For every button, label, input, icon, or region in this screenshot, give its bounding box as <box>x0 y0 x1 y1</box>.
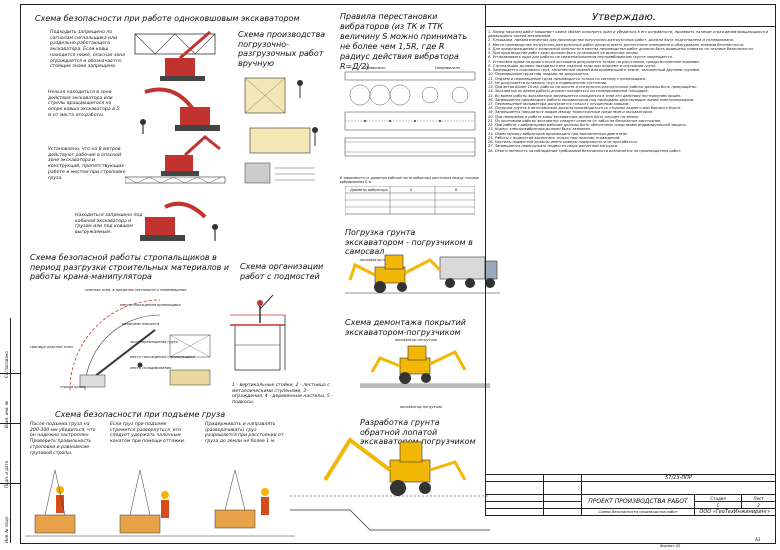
vibrator-table-head-3: R <box>455 188 458 192</box>
dismantle-subtitle: экскаватор-погрузчик <box>395 338 438 342</box>
approved-item: 23. Корпус электровибратора должен быть … <box>488 127 592 132</box>
approved-item: 16. Запрещается производить работы экска… <box>488 97 695 102</box>
sling-label-3: механизм поворота <box>122 322 160 326</box>
approved-item: 18. Погрузка грунта в автосамосвал должн… <box>488 106 682 111</box>
lift-note-1: После подъема груза на 200-300 мм убедит… <box>30 422 97 456</box>
approved-item: 3. Место производства погрузочно-разгруз… <box>488 42 745 47</box>
approved-item: 2. Площадка, предназначенная для произво… <box>488 38 734 43</box>
ladder-scheme-title: Схема организации работ с подмостей <box>240 262 324 281</box>
dismantle-diagram <box>360 345 490 388</box>
excavator-safety-title: Схема безопасности при работе одноковшов… <box>35 14 300 23</box>
approved-item: 22. При работе с вибраторами рабочие дол… <box>488 123 688 128</box>
crane-drawing-1 <box>134 30 216 81</box>
project-name: ПРОЕКТ ПРОИЗВОДСТВА РАБОТ <box>581 494 695 509</box>
sling-diagram <box>69 299 211 391</box>
sling-label-6: место нахождения стропальщика <box>130 355 195 359</box>
approved-item: 6. Устанавливать кран для работы на свеж… <box>488 55 674 60</box>
lift-note-2: Если груз при подъеме стремится разверну… <box>110 422 186 445</box>
side-label-inv: Инв. № подл. <box>4 515 9 543</box>
excavator-drawing-4 <box>140 201 218 241</box>
sheet-number: A3 <box>755 537 761 542</box>
excavator-illustrations <box>125 30 226 241</box>
approved-item: 11. Подъем и перемещение груза производи… <box>488 76 647 81</box>
vibrator-rules-title: Правила перестановки вибраторов (из ТК и… <box>340 12 468 71</box>
sling-label-2: место нахождения крановщика <box>120 303 181 307</box>
vibrator-table-head-2: S <box>410 188 413 192</box>
excavator-note-2: Нельзя находиться в зоне действия экскав… <box>48 90 121 118</box>
approved-item: 7. Установка крана на краю откоса котлов… <box>488 59 700 64</box>
approved-item: 26. Настилы подмостей должны иметь ровну… <box>488 140 638 145</box>
vibrator-table <box>345 186 475 215</box>
loader-truck-diagram <box>345 254 500 294</box>
approved-item: 28. Ответственность за соблюдение требов… <box>488 148 682 153</box>
approved-item: 10. Перемещение груза над людьми не допу… <box>488 72 590 77</box>
sling-label-4: граница опасной зоны <box>30 345 73 349</box>
excavator-note-3: Установлено, что на 8 метров действуют р… <box>48 147 127 181</box>
stage-header: Стадия <box>693 494 743 502</box>
approved-item: 1. Перед началом работ машинист крана об… <box>488 30 769 39</box>
vibrator-table-caption: В зависимости от диаметра рабочей части … <box>340 176 479 184</box>
sling-label-7: место складирования <box>130 366 172 370</box>
vibrator-diagram <box>344 71 476 157</box>
vibrator-table-head-1: Диаметр вибратора <box>350 188 388 192</box>
approved-item: 19. Запрещается находиться людям между т… <box>488 110 654 115</box>
format-label: Формат А3 <box>660 544 681 548</box>
ladder-diagram <box>230 294 286 371</box>
backhoe-diagram <box>290 437 490 531</box>
vibrator-label-wrong: Неправильно <box>435 66 461 70</box>
approved-list: 1. Перед началом работ машинист крана об… <box>488 30 770 153</box>
sling-safety-title: Схема безопасной работы стропальщиков в … <box>30 253 230 282</box>
approved-item: 5. При производстве работ кран должен бы… <box>488 51 639 56</box>
sling-label-8: стрела крана <box>60 385 86 389</box>
excavator-note-4: Находиться запрещено под кабиной экскава… <box>75 213 144 236</box>
lift-note-3: Придерживать и направлять (разворачивать… <box>205 422 285 445</box>
approved-item: 14. Экскаватор во время работы должен на… <box>488 89 649 94</box>
backhoe-subtitle: экскаватор-погрузчик <box>400 405 443 409</box>
approved-item: 24. Перестановку вибраторов производить … <box>488 131 629 136</box>
approved-item: 13. При ветре более 10 м/с работы на выс… <box>488 85 697 90</box>
sling-label-1: опасная зона, в пределах сигнального пер… <box>85 288 187 292</box>
loader-scheme-title: Погрузка грунта экскаватором - погрузчик… <box>345 228 473 257</box>
loading-scheme-title: Схема производства погрузочно-разгрузочн… <box>238 30 326 68</box>
approved-title: Утверждаю. <box>592 12 656 23</box>
side-binding-strip: Инв. № подл. Подп. и дата Взам. инв. № С… <box>0 318 21 543</box>
approved-item: 15. Во время работы экскаватора запрещае… <box>488 93 681 98</box>
sheet-name: Схемы безопасности производства работ <box>581 508 695 516</box>
approved-item: 12. Не допускается оставлять груз в подв… <box>488 80 608 85</box>
loading-illustration <box>244 77 318 184</box>
approved-item: 17. Перемещение экскаватора допускается … <box>488 101 630 106</box>
sheet-frame <box>20 4 776 544</box>
stage-value: С <box>693 501 743 509</box>
loader-subtitle: экскаватор-погрузчик <box>360 258 403 262</box>
approved-item: 21. По окончании работы экскаватор следу… <box>488 118 662 123</box>
excavator-drawing-2 <box>140 87 220 134</box>
approved-item: 20. При перерывах в работе ковш экскават… <box>488 114 640 119</box>
sheet-header: Лист <box>741 494 776 502</box>
doc-code: 57/23-ППР <box>581 474 776 482</box>
dismantle-scheme-title: Схема демонтажа покрытий экскаватором-по… <box>345 318 466 337</box>
ladder-notes: 1 - вертикальные стойки, 2 - лестница с … <box>232 383 335 406</box>
sling-label-5: зона перемещения груза <box>130 340 178 344</box>
lift-illustration <box>25 470 295 537</box>
excavator-note-1: Подходить запрещено по сигналам сигнальщ… <box>50 30 127 70</box>
approved-item: 27. Запрещается перегружать подмости све… <box>488 144 619 149</box>
approved-item: 8. Стропальщик должен находиться вне опа… <box>488 63 656 68</box>
vibrator-label-correct: Правильно <box>365 66 386 70</box>
approved-item: 25. Работы с подмостей выполнять только … <box>488 135 621 140</box>
org-name: ООО «ГеоТехИнжиниринг» <box>694 508 776 516</box>
sheet-value: 2 <box>741 501 776 509</box>
lift-safety-title: Схема безопасности при подъеме груза <box>55 410 226 419</box>
excavator-drawing-3 <box>125 135 226 184</box>
approved-item: 4. Для предупреждения о возможной опасно… <box>488 46 754 51</box>
backhoe-scheme-title: Разработка грунта обратной лопатой экска… <box>360 418 476 447</box>
title-block: 57/23-ППР ПРОЕКТ ПРОИЗВОДСТВА РАБОТ Стад… <box>485 474 776 516</box>
approved-item: 9. Запрещается поднимать груз, засыпанны… <box>488 68 701 73</box>
